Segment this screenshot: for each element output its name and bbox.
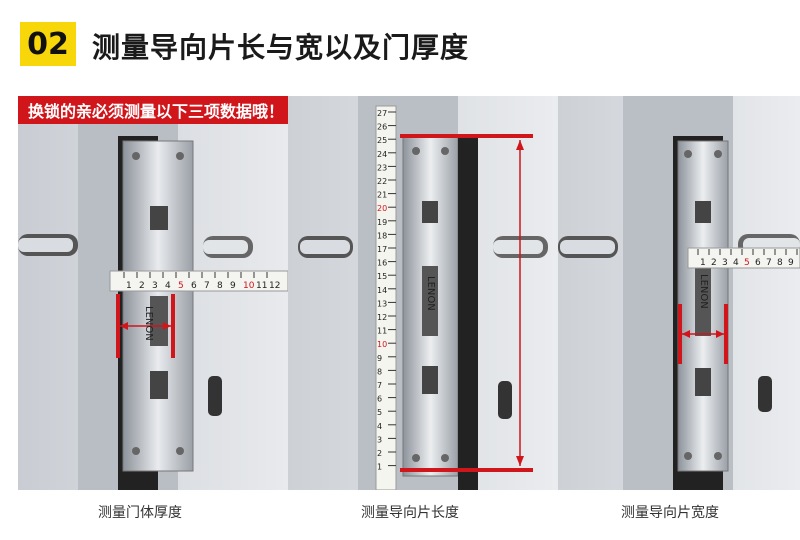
ruler-label: 12 bbox=[269, 281, 280, 291]
ruler-label: 25 bbox=[377, 136, 387, 145]
step-badge: 02 bbox=[20, 22, 76, 66]
ruler-label: 3 bbox=[377, 435, 382, 444]
caption-plate-width: 测量导向片宽度 bbox=[621, 505, 719, 521]
ruler-label: 3 bbox=[152, 281, 158, 291]
brand-text: LENON bbox=[425, 276, 436, 311]
ruler-label: 17 bbox=[377, 245, 387, 254]
ruler-label: 21 bbox=[377, 191, 387, 200]
ruler-label: 23 bbox=[377, 163, 387, 172]
plate-length-illustration: 2726252423222120191817161514131211109876… bbox=[288, 96, 558, 490]
ruler-label: 10 bbox=[243, 281, 255, 291]
page-title: 测量导向片长与宽以及门厚度 bbox=[92, 31, 470, 64]
ruler-label: 5 bbox=[744, 258, 750, 268]
brand-text: LENON bbox=[143, 306, 154, 341]
ruler-label: 15 bbox=[377, 272, 387, 281]
ruler-label: 14 bbox=[377, 286, 387, 295]
brand-text: LENON bbox=[698, 274, 709, 309]
ruler-label: 24 bbox=[377, 150, 387, 159]
ruler-label: 9 bbox=[377, 354, 382, 363]
ruler-label: 7 bbox=[377, 381, 382, 390]
ruler-label: 6 bbox=[377, 395, 382, 404]
ruler-label: 19 bbox=[377, 218, 387, 227]
ruler-label: 4 bbox=[165, 281, 171, 291]
ruler-label: 1 bbox=[126, 281, 132, 291]
ruler-label: 11 bbox=[256, 281, 267, 291]
ruler-label: 4 bbox=[733, 258, 739, 268]
ruler-label: 6 bbox=[191, 281, 197, 291]
ruler-label: 5 bbox=[377, 408, 382, 417]
ruler-ticks-2: 2726252423222120191817161514131211109876… bbox=[377, 109, 396, 472]
ruler-label: 3 bbox=[722, 258, 728, 268]
ruler-label: 7 bbox=[204, 281, 210, 291]
caption-door-thickness: 测量门体厚度 bbox=[98, 505, 182, 521]
ruler-label: 6 bbox=[755, 258, 761, 268]
ruler-label: 12 bbox=[377, 313, 387, 322]
ruler-label: 13 bbox=[377, 299, 387, 308]
caption-plate-length: 测量导向片长度 bbox=[361, 505, 459, 521]
ruler-label: 8 bbox=[377, 367, 382, 376]
ruler-label: 2 bbox=[711, 258, 717, 268]
ruler-label: 18 bbox=[377, 231, 387, 240]
ruler-label: 5 bbox=[178, 281, 184, 291]
ruler-label: 9 bbox=[788, 258, 794, 268]
ruler-label: 1 bbox=[700, 258, 706, 268]
ruler-label: 11 bbox=[377, 327, 387, 336]
ruler-label: 22 bbox=[377, 177, 387, 186]
ruler-label: 9 bbox=[230, 281, 236, 291]
ruler-label: 1 bbox=[377, 463, 382, 472]
ruler-label: 8 bbox=[217, 281, 223, 291]
ruler-label: 2 bbox=[139, 281, 145, 291]
ruler-label: 26 bbox=[377, 123, 387, 132]
ruler-label: 7 bbox=[766, 258, 772, 268]
ruler-label: 16 bbox=[377, 259, 387, 268]
notice-banner: 换锁的亲必须测量以下三项数据哦！ bbox=[18, 96, 288, 124]
ruler-label: 8 bbox=[777, 258, 783, 268]
header: 02 测量导向片长与宽以及门厚度 bbox=[0, 0, 800, 90]
ruler-label: 4 bbox=[377, 422, 382, 431]
ruler-label: 2 bbox=[377, 449, 382, 458]
ruler-label: 20 bbox=[377, 204, 387, 213]
ruler-label: 10 bbox=[377, 340, 387, 349]
ruler-label: 27 bbox=[377, 109, 387, 118]
